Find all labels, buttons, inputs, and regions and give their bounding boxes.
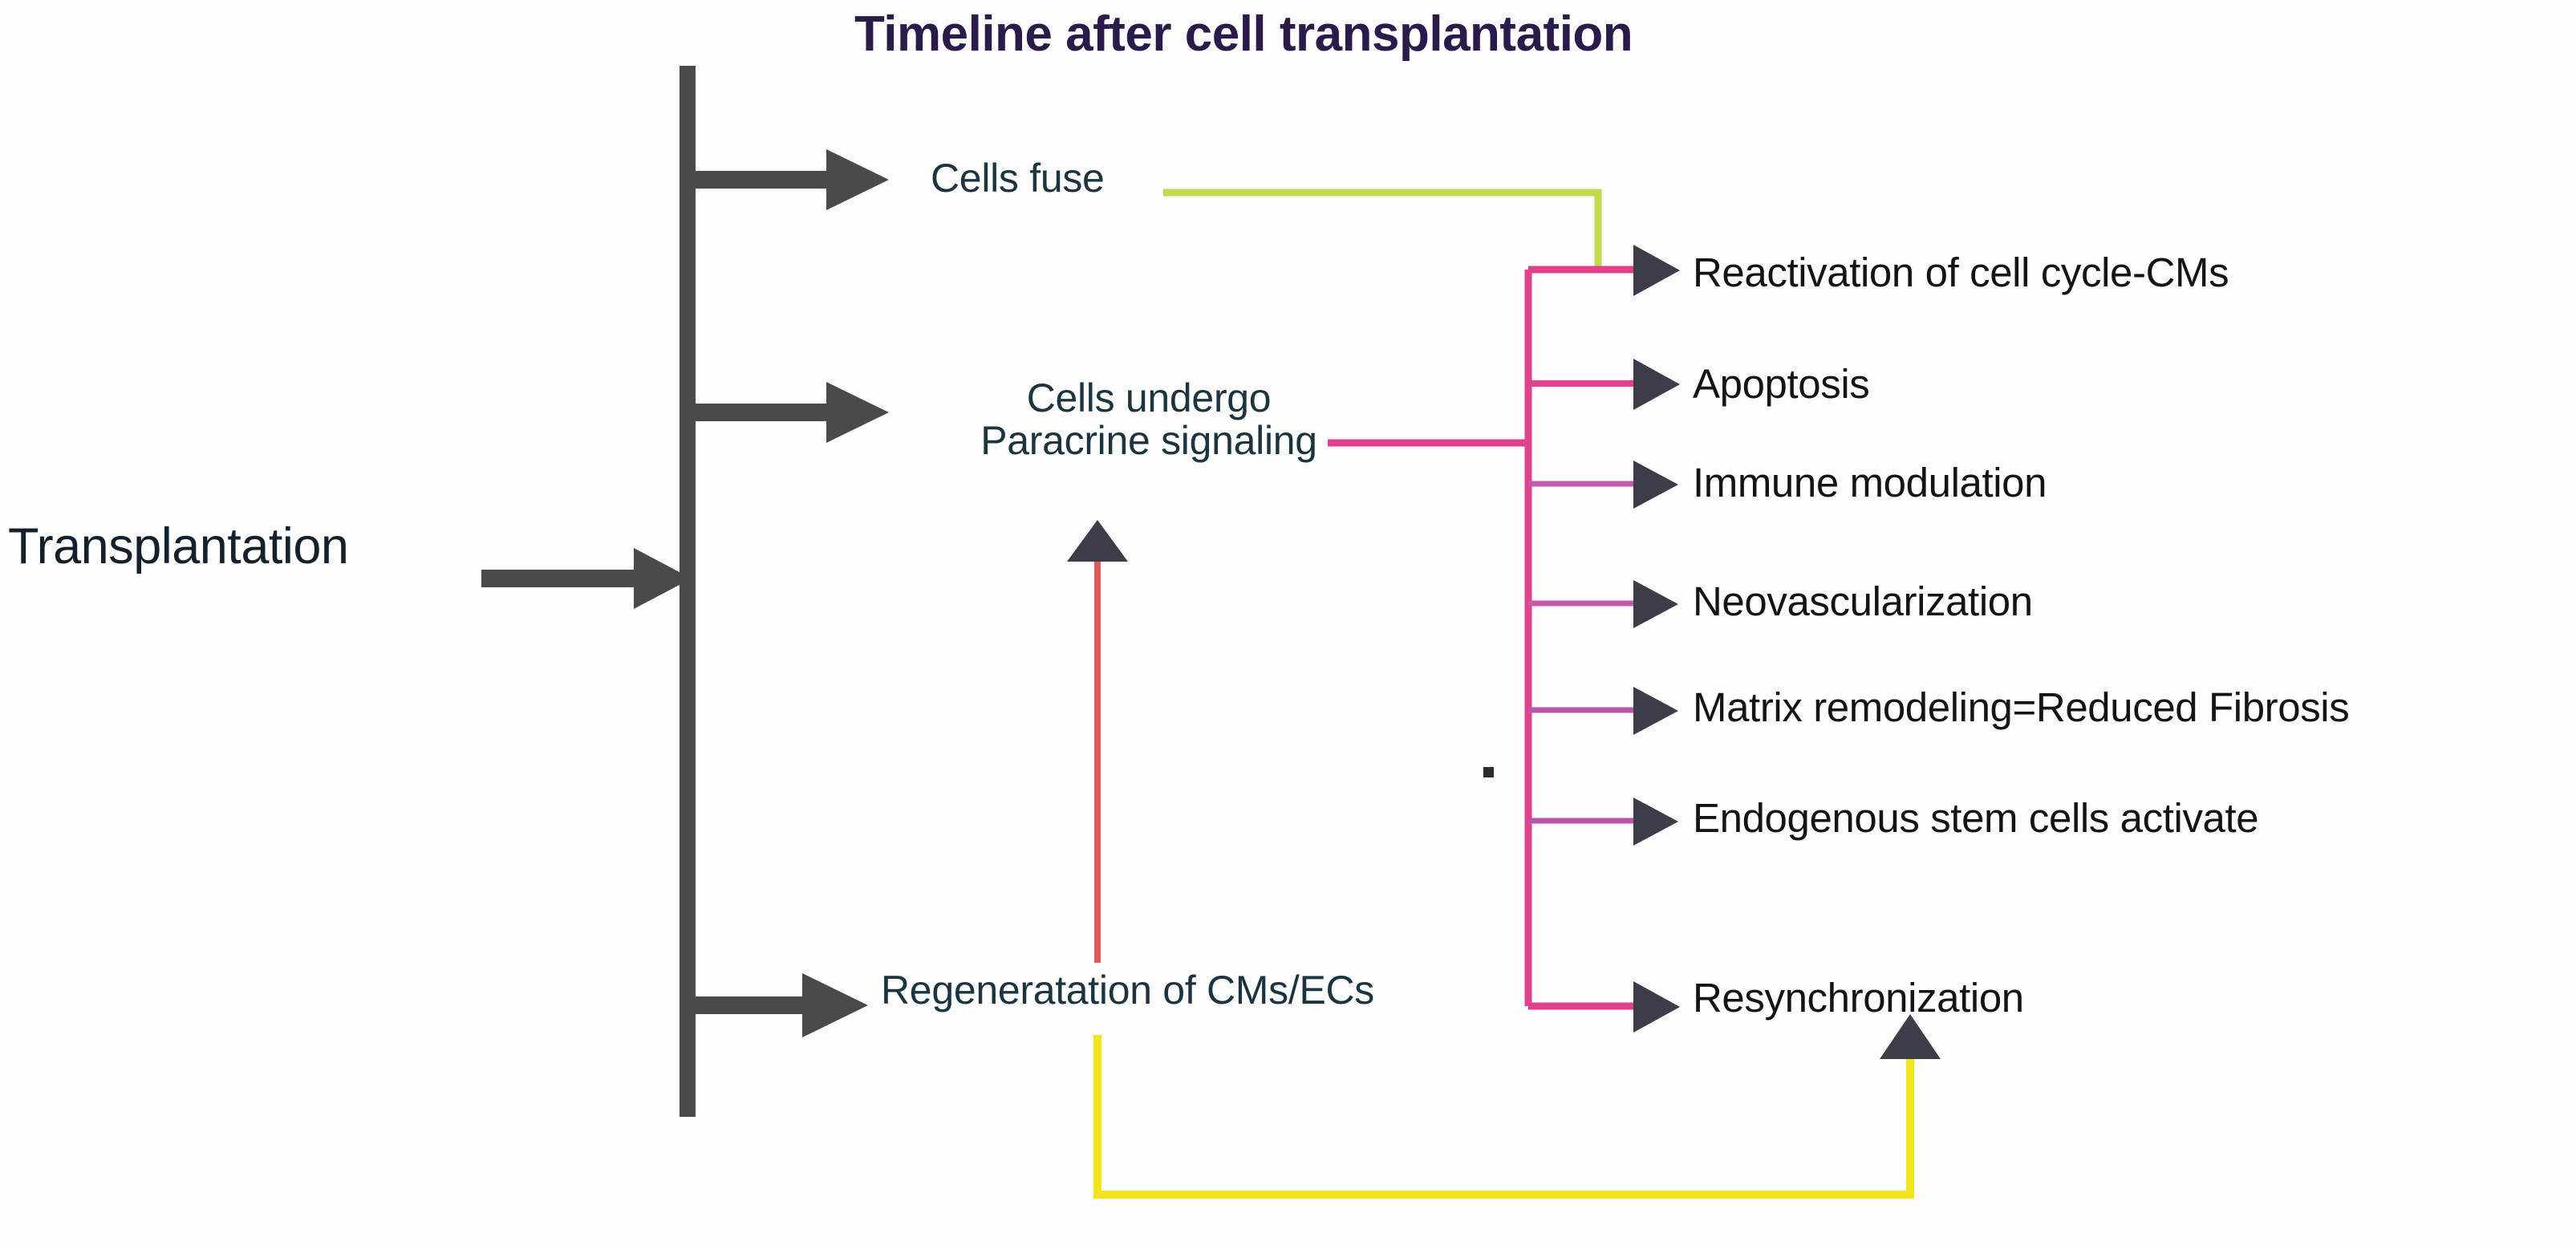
entry-label: Transplantation <box>8 518 349 574</box>
outcome-label-apoptosis: Apoptosis <box>1693 361 1870 407</box>
outcome-connector-0 <box>1528 245 1680 296</box>
stage-label-paracrine-line1: Cells undergo <box>1026 375 1272 420</box>
outcome-connector-3 <box>1528 580 1678 628</box>
outcome-connector-2 <box>1528 461 1678 509</box>
stage-label-paracrine: Cells undergo Paracrine signaling <box>940 377 1357 462</box>
outcome-connector-6 <box>1528 981 1680 1033</box>
stage-arrow-regeneration <box>692 973 868 1037</box>
outcome-label-endogenous-stem-cells: Endogenous stem cells activate <box>1693 795 2259 841</box>
yellow-feedback-arrow <box>1093 1014 1941 1199</box>
outcome-label-resynchronization: Resynchronization <box>1693 975 2024 1021</box>
stage-label-paracrine-line2: Paracrine signaling <box>980 418 1317 463</box>
outcome-connector-5 <box>1528 798 1678 846</box>
outcome-label-reactivation: Reactivation of cell cycle-CMs <box>1693 250 2229 295</box>
outcome-label-immune-modulation: Immune modulation <box>1693 460 2047 505</box>
outcome-label-neovascularization: Neovascularization <box>1693 578 2033 624</box>
stage-label-regeneration: Regeneratation of CMs/ECs <box>881 968 1375 1013</box>
stage-arrow-paracrine <box>692 382 889 443</box>
entry-arrow <box>481 548 692 609</box>
page-title: Timeline after cell transplantation <box>854 6 1633 62</box>
stage-arrow-cells-fuse <box>692 149 889 210</box>
red-feedback-arrow <box>1067 520 1128 963</box>
stage-label-cells-fuse: Cells fuse <box>931 156 1105 201</box>
outcome-connector-1 <box>1528 359 1680 410</box>
timeline-axis-bar <box>679 66 696 1117</box>
outcome-label-matrix-remodeling: Matrix remodeling=Reduced Fibrosis <box>1693 684 2350 730</box>
green-link-cells-fuse <box>1163 189 1602 270</box>
marker-dot <box>1483 767 1494 777</box>
outcome-connector-4 <box>1528 687 1678 735</box>
